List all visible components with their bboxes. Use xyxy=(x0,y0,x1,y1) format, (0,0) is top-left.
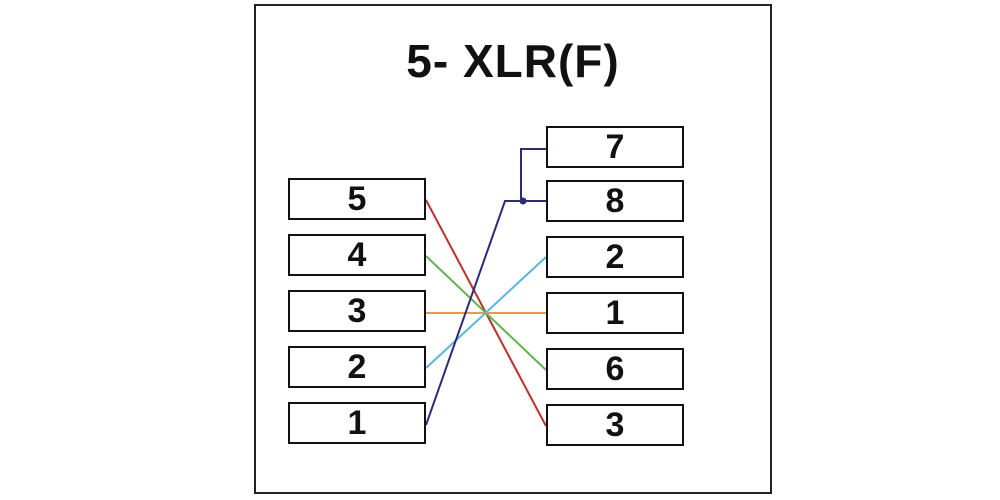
right-pin-2: 2 xyxy=(546,236,684,278)
left-pin-4: 4 xyxy=(288,234,426,276)
right-pin-1: 1 xyxy=(546,292,684,334)
right-pin-6: 6 xyxy=(546,348,684,390)
diagram-title: 5- XLR(F) xyxy=(406,35,620,87)
wire-1-to-8 xyxy=(425,200,546,426)
wire-2-to-2 xyxy=(425,256,547,369)
left-pin-1: 1 xyxy=(288,402,426,444)
right-pin-3: 3 xyxy=(546,404,684,446)
diagram-frame xyxy=(254,4,772,494)
junction-dot xyxy=(519,197,527,205)
left-pin-2: 2 xyxy=(288,346,426,388)
right-pin-8: 8 xyxy=(546,180,684,222)
right-pin-7: 7 xyxy=(546,126,684,168)
bridge-7-8 xyxy=(520,148,546,201)
left-pin-3: 3 xyxy=(288,290,426,332)
left-pin-5: 5 xyxy=(288,178,426,220)
